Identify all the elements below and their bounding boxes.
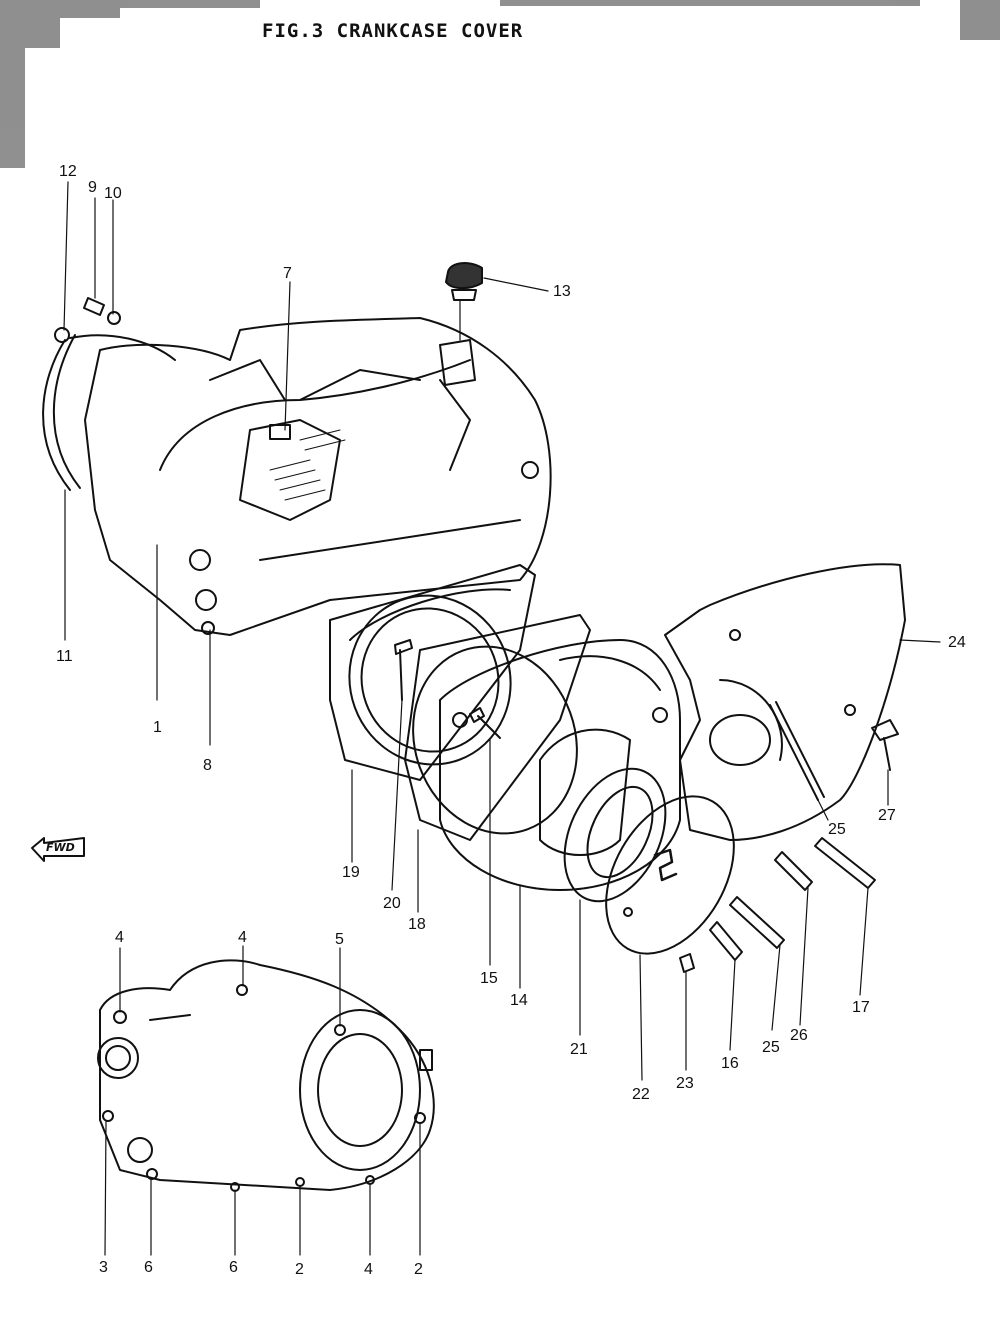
- cap-plate-part-22: [605, 795, 735, 955]
- callout-14: 14: [510, 992, 528, 1009]
- fwd-label: FWD: [46, 841, 75, 854]
- bolt-part-27: [871, 719, 899, 771]
- screw-part-15: [469, 707, 501, 739]
- callout-6-mid: 6: [229, 1259, 238, 1276]
- bolt-part-26: [774, 851, 813, 891]
- callout-10: 10: [104, 185, 122, 202]
- callout-16: 16: [721, 1055, 739, 1072]
- callout-25-upper: 25: [828, 821, 846, 838]
- leader-lines: [63, 181, 941, 1256]
- bolt-part-25b: [729, 896, 785, 949]
- clutch-cover-lower: [97, 959, 435, 1192]
- callout-22: 22: [632, 1086, 650, 1103]
- callout-4-left: 4: [115, 929, 124, 946]
- gasket-part-18: [404, 614, 591, 841]
- callout-27: 27: [878, 807, 896, 824]
- scan-noise: [0, 0, 1000, 168]
- screw-part-12: [54, 327, 70, 343]
- callout-5: 5: [335, 931, 344, 948]
- callout-4-mid: 4: [238, 929, 247, 946]
- callout-2-mid: 2: [295, 1261, 304, 1278]
- callout-25-lower: 25: [762, 1039, 780, 1056]
- callout-23: 23: [676, 1075, 694, 1092]
- crankcase-cover-part-1: [84, 317, 552, 636]
- callout-6-left: 6: [144, 1259, 153, 1276]
- sprocket-cover-part-24: [664, 563, 906, 841]
- callout-24: 24: [948, 634, 966, 651]
- callout-8: 8: [203, 757, 212, 774]
- callout-19: 19: [342, 864, 360, 881]
- fwd-arrow: [31, 837, 85, 862]
- callout-3: 3: [99, 1259, 108, 1276]
- callout-4-bottom: 4: [364, 1261, 373, 1278]
- screw-part-23: [679, 953, 695, 973]
- callout-12: 12: [59, 163, 77, 180]
- callout-2-right: 2: [414, 1261, 423, 1278]
- callout-7: 7: [283, 265, 292, 282]
- callout-13: 13: [553, 283, 571, 300]
- callout-18: 18: [408, 916, 426, 933]
- screw-part-20: [394, 639, 413, 701]
- oil-cap-part-13: [445, 262, 483, 301]
- gasket-part-11: [42, 334, 176, 491]
- callout-9: 9: [88, 179, 97, 196]
- callout-26: 26: [790, 1027, 808, 1044]
- bolt-part-25a: [769, 701, 825, 801]
- bolt-part-17: [814, 837, 876, 889]
- callout-11: 11: [56, 648, 73, 665]
- magneto-cover-part-14: [439, 639, 681, 891]
- washer-part-10: [107, 311, 121, 325]
- bolt-part-9: [83, 297, 105, 316]
- callout-20: 20: [383, 895, 401, 912]
- bolt-part-16: [709, 921, 743, 961]
- seal-ring-part-21: [563, 767, 667, 903]
- callout-1: 1: [153, 719, 162, 736]
- callout-21: 21: [570, 1041, 588, 1058]
- figure-title: FIG.3 CRANKCASE COVER: [262, 20, 524, 42]
- callout-17: 17: [852, 999, 870, 1016]
- callout-15: 15: [480, 970, 498, 987]
